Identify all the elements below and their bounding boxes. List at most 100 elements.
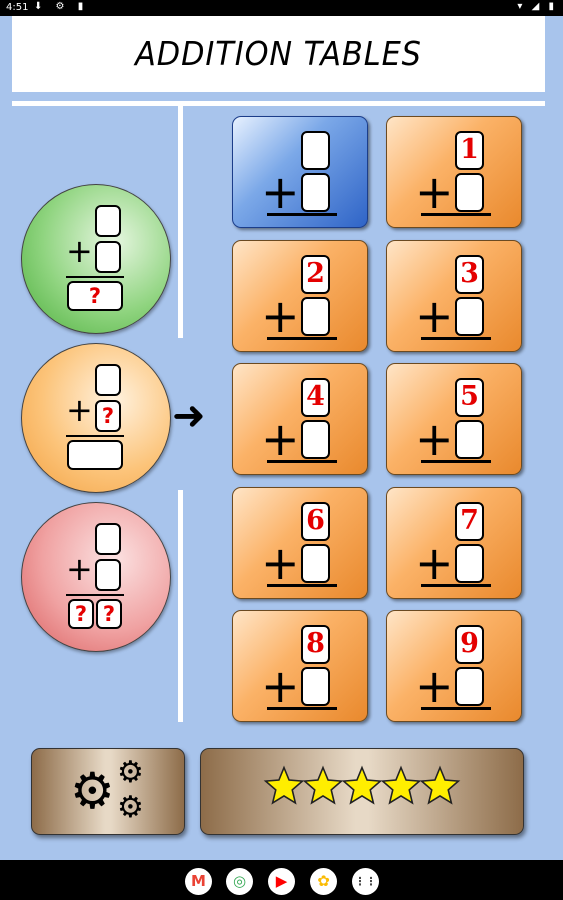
plus-sign: +	[415, 165, 454, 219]
table-tile-4[interactable]: 4 +	[232, 363, 368, 475]
tile-top-box: 4	[301, 378, 330, 417]
tile-line	[421, 584, 491, 587]
mode-two-digit-sum-button[interactable]: + ? ?	[21, 502, 171, 652]
table-tile-all[interactable]: +	[232, 116, 368, 228]
star-icon	[419, 765, 461, 805]
status-right-icons: ▾ ◢ ▮	[517, 1, 557, 12]
sum-line	[66, 435, 124, 437]
addend-question-box: ?	[95, 400, 121, 432]
table-tile-5[interactable]: 5 +	[386, 363, 522, 475]
title-bar: ADDITION TABLES	[12, 16, 545, 92]
sum-units-box: ?	[96, 599, 122, 629]
divider-vertical-top	[178, 106, 183, 338]
tile-number: 5	[460, 381, 479, 412]
plus-sign: +	[261, 165, 300, 219]
tile-top-box: 6	[301, 502, 330, 541]
table-tile-6[interactable]: 6 +	[232, 487, 368, 599]
divider-horizontal	[12, 101, 545, 106]
plus-sign: +	[415, 412, 454, 466]
tile-number: 6	[306, 505, 325, 536]
table-tile-8[interactable]: 8 +	[232, 610, 368, 722]
tile-bottom-box	[301, 297, 330, 336]
tile-line	[267, 707, 337, 710]
question-mark: ?	[74, 602, 88, 626]
addend-top-box	[95, 364, 121, 396]
addend-bottom-box	[95, 559, 121, 591]
tile-bottom-box	[455, 544, 484, 583]
plus-sign: +	[261, 412, 300, 466]
tile-line	[421, 213, 491, 216]
youtube-icon[interactable]: ▶	[268, 868, 295, 895]
status-bar: 4:51 ⬇ ⚙ ▮ ▾ ◢ ▮	[0, 0, 563, 16]
addend-top-box	[95, 205, 121, 237]
sum-box: ?	[67, 281, 123, 311]
tile-bottom-box	[301, 667, 330, 706]
gears-icon: ⚙	[70, 762, 115, 820]
star-icon	[263, 765, 305, 805]
table-tile-2[interactable]: 2 +	[232, 240, 368, 352]
tile-bottom-box	[455, 420, 484, 459]
tile-top-box: 5	[455, 378, 484, 417]
tile-number: 4	[306, 381, 325, 412]
tile-top-box: 8	[301, 625, 330, 664]
tile-bottom-box	[455, 297, 484, 336]
gear-small-bottom-icon: ⚙	[117, 790, 144, 825]
tile-line	[267, 584, 337, 587]
star-icon	[302, 765, 344, 805]
plus-sign: +	[415, 289, 454, 343]
plus-sign: +	[66, 550, 93, 588]
table-tile-3[interactable]: 3 +	[386, 240, 522, 352]
tile-number: 9	[460, 628, 479, 659]
mode-find-sum-button[interactable]: + ?	[21, 184, 171, 334]
plus-sign: +	[66, 232, 93, 270]
star-icon	[341, 765, 383, 805]
stars-button[interactable]	[200, 748, 524, 835]
table-tile-7[interactable]: 7 +	[386, 487, 522, 599]
tile-number: 2	[306, 258, 325, 289]
gmail-icon[interactable]: M	[185, 868, 212, 895]
apps-icon[interactable]: ⋮⋮	[352, 868, 379, 895]
tile-top-box: 1	[455, 131, 484, 170]
tile-number: 1	[460, 134, 479, 165]
question-mark: ?	[102, 602, 116, 626]
plus-sign: +	[261, 536, 300, 590]
tile-line	[421, 460, 491, 463]
tile-top-box: 2	[301, 255, 330, 294]
addend-bottom-box	[95, 241, 121, 273]
sum-tens-box: ?	[68, 599, 94, 629]
sum-line	[66, 594, 124, 596]
table-tile-1[interactable]: 1 +	[386, 116, 522, 228]
tile-top-box: 7	[455, 502, 484, 541]
tile-line	[267, 213, 337, 216]
tile-top-box	[301, 131, 330, 170]
star-icon	[380, 765, 422, 805]
tile-bottom-box	[301, 173, 330, 212]
tile-number: 7	[460, 505, 479, 536]
status-left-icons: ⬇ ⚙ ▮	[34, 1, 89, 12]
sum-line	[66, 276, 124, 278]
tile-line	[267, 337, 337, 340]
tile-bottom-box	[455, 173, 484, 212]
tile-number: 3	[460, 258, 479, 289]
arrow-right-icon: ➜	[172, 393, 206, 439]
plus-sign: +	[415, 659, 454, 713]
photos-icon[interactable]: ✿	[310, 868, 337, 895]
divider-vertical-bottom	[178, 490, 183, 722]
plus-sign: +	[261, 659, 300, 713]
tile-top-box: 3	[455, 255, 484, 294]
page-title: ADDITION TABLES	[135, 34, 422, 73]
tile-top-box: 9	[455, 625, 484, 664]
question-mark: ?	[101, 404, 115, 428]
navigation-bar: M ◎ ▶ ✿ ⋮⋮	[0, 860, 563, 900]
tile-bottom-box	[301, 420, 330, 459]
plus-sign: +	[415, 536, 454, 590]
plus-sign: +	[261, 289, 300, 343]
status-time: 4:51	[6, 2, 29, 13]
sum-box	[67, 440, 123, 470]
table-tile-9[interactable]: 9 +	[386, 610, 522, 722]
tile-line	[421, 337, 491, 340]
mode-find-addend-button[interactable]: + ?	[21, 343, 171, 493]
settings-button[interactable]: ⚙ ⚙ ⚙	[31, 748, 185, 835]
chrome-icon[interactable]: ◎	[226, 868, 253, 895]
tile-bottom-box	[301, 544, 330, 583]
